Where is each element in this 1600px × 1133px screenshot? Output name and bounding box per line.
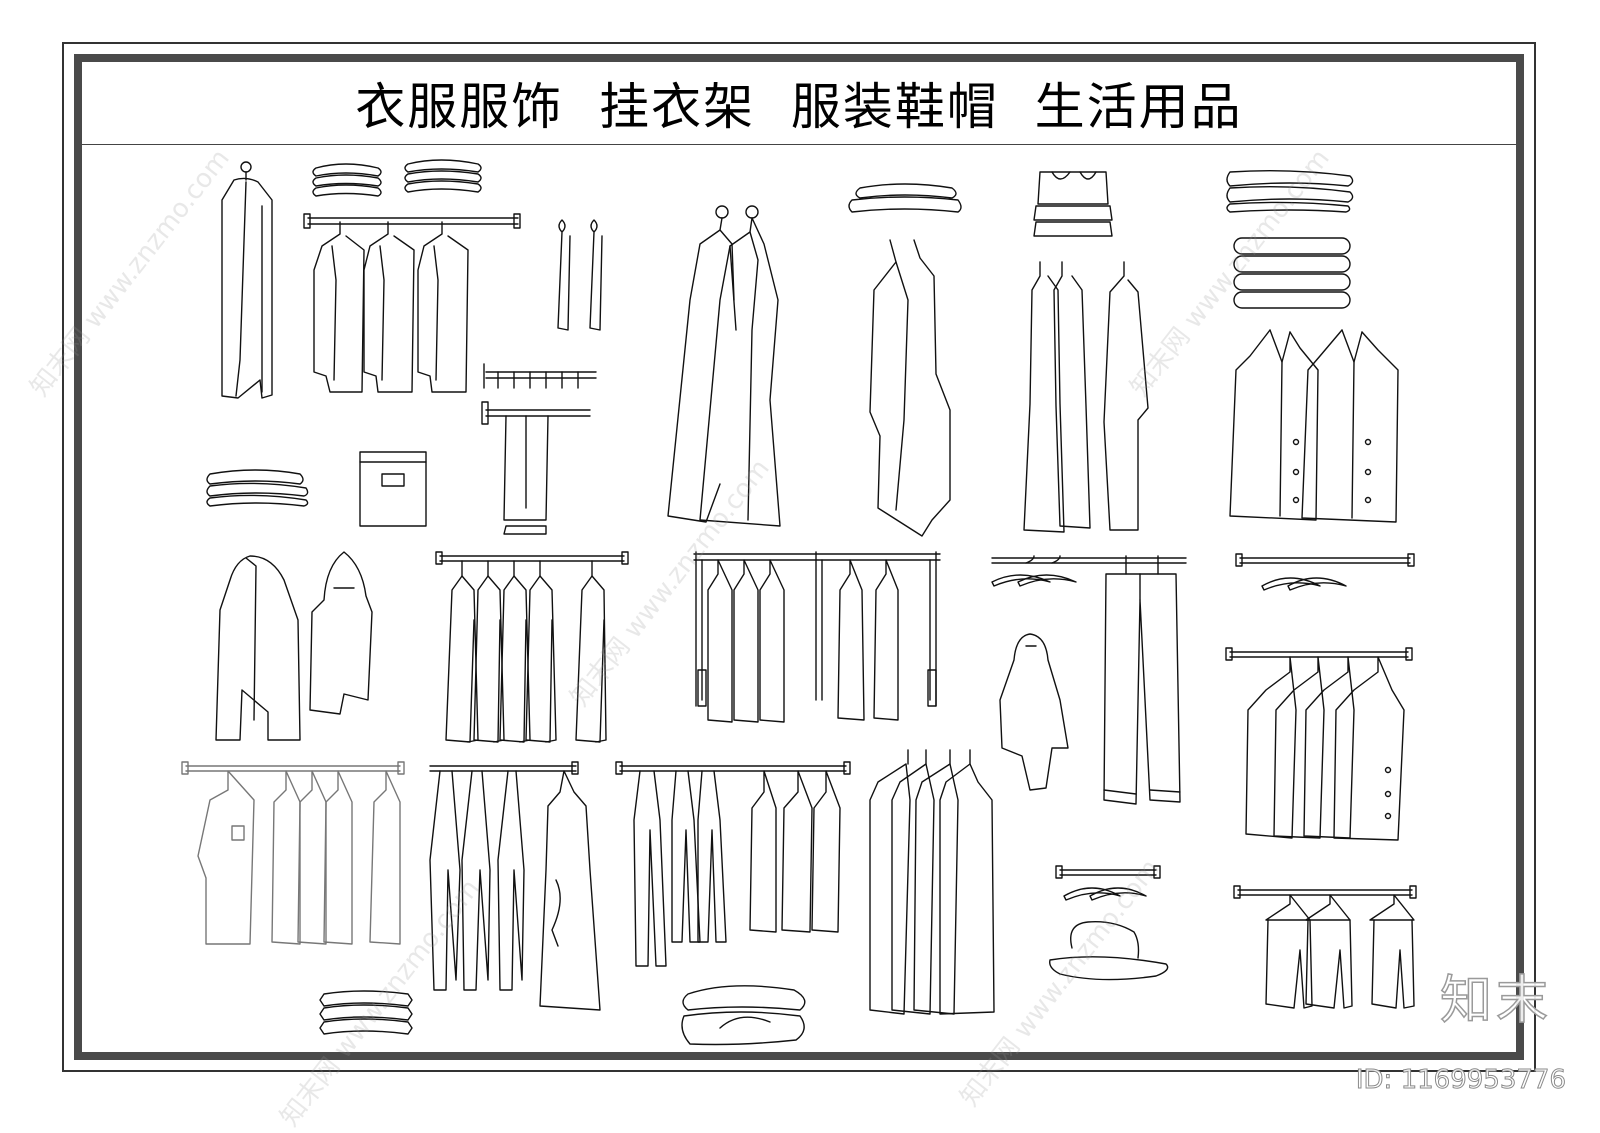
folded-cloth-stacks: [312, 159, 482, 197]
rail-with-pants-and-tops: [615, 761, 851, 967]
hanging-scarves: [557, 219, 603, 331]
folded-clothes: [206, 469, 309, 507]
hanger-rail: [991, 555, 1187, 587]
brand-logo: 知末: [1439, 970, 1552, 1032]
rail-with-trousers: [1103, 573, 1181, 805]
folded-shirt-stack: [1033, 171, 1113, 237]
hanging-dresses: [1023, 261, 1149, 533]
folded-pillows: [319, 990, 413, 1035]
long-draped-coat: [869, 239, 951, 537]
two-blazers: [1229, 329, 1399, 523]
folded-sweaters: [1226, 169, 1354, 213]
rail-with-shirts: [181, 761, 405, 945]
two-long-coats: [667, 205, 781, 527]
storage-box: [359, 451, 427, 527]
trouser-rack: [481, 363, 597, 535]
draped-hoodie: [999, 633, 1069, 791]
rail-with-three-jackets: [303, 213, 521, 393]
sheet-title: 衣服服饰 挂衣架 服装鞋帽 生活用品: [355, 78, 1243, 136]
garment-bags: [869, 749, 995, 1015]
rail-with-four-blazers: [1225, 647, 1413, 841]
rail-with-hanging-pants: [1233, 885, 1417, 1009]
rail-with-trousers-and-dress: [429, 761, 601, 1011]
small-hanger-rail: [1235, 553, 1415, 591]
drawing-frame: 衣服服饰 挂衣架 服装鞋帽 生活用品: [74, 54, 1524, 1060]
image-id: ID: 1169953776: [1355, 1065, 1566, 1096]
folded-towel: [848, 183, 962, 213]
hanger-rail-small: [1055, 865, 1161, 901]
pull-down-wardrobe-lift: [693, 551, 941, 723]
brimmed-hat: [1049, 921, 1169, 981]
drawing-sheet: 衣服服饰 挂衣架 服装鞋帽 生活用品: [62, 42, 1536, 1072]
title-block: 衣服服饰 挂衣架 服装鞋帽 生活用品: [82, 62, 1516, 145]
folded-towel-pile: [681, 985, 806, 1046]
hanging-coat-on-hook: [221, 161, 273, 399]
towel-stack: [1233, 237, 1351, 309]
rail-with-five-jackets: [435, 551, 629, 743]
hooded-jackets: [215, 551, 373, 741]
